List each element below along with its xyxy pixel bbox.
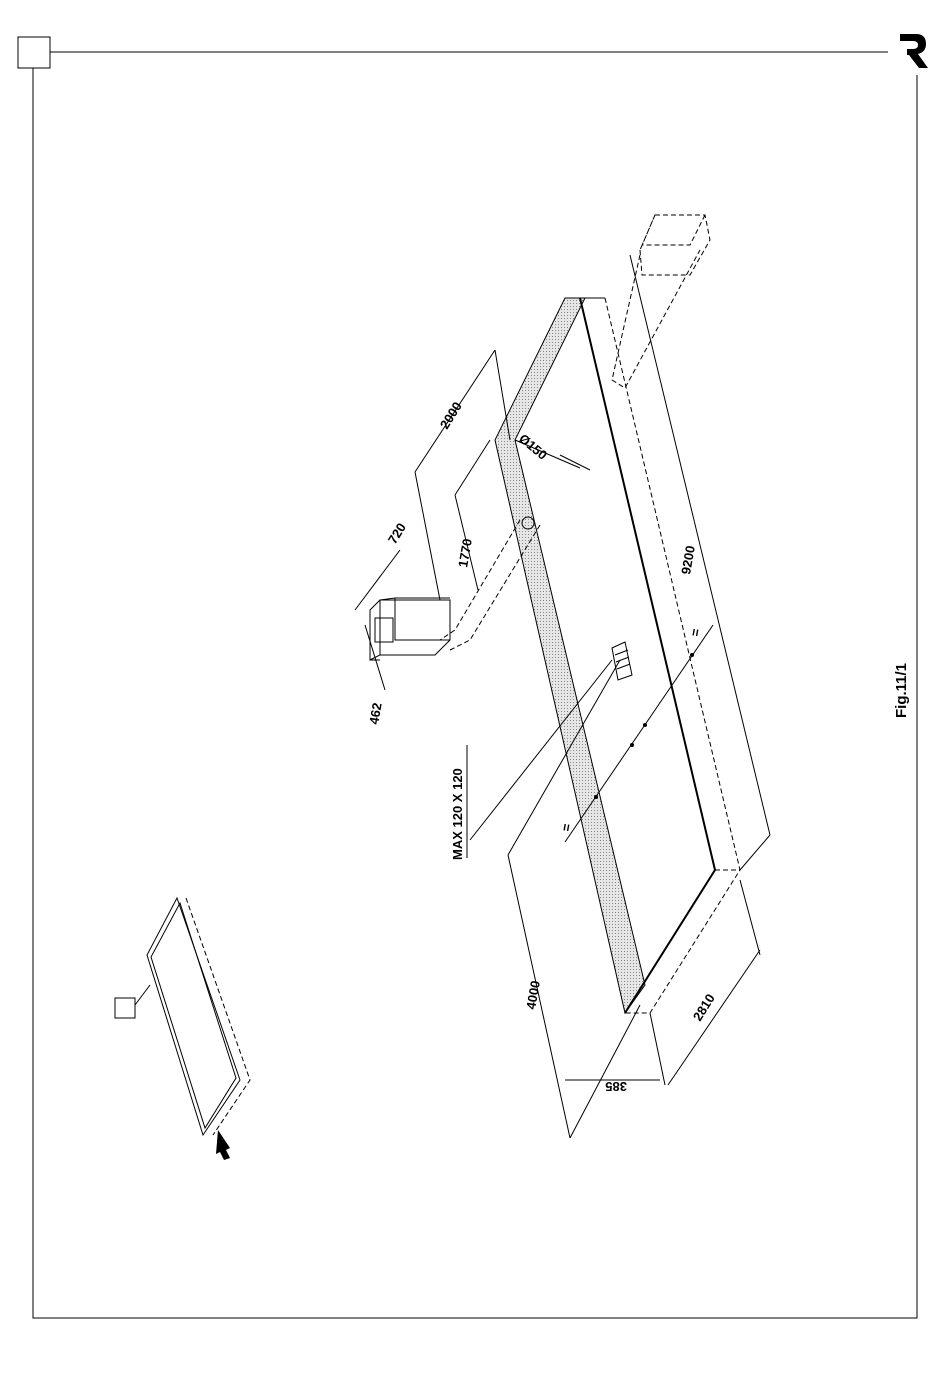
- dim-9200: 9200: [678, 544, 698, 575]
- dim-462: 462: [366, 702, 385, 726]
- drawing-frame: [17, 36, 918, 1319]
- floor-grate: [611, 641, 633, 681]
- dim-385: 385: [605, 1079, 627, 1094]
- duct-opening: [521, 516, 535, 530]
- shaded-channel: [494, 297, 646, 1015]
- extraction-unit: [369, 597, 451, 661]
- equal-mark-left: =: [558, 822, 574, 832]
- dim-4000: 4000: [523, 979, 543, 1010]
- overview-thumbnail: [114, 896, 251, 1160]
- dim-diameter-150: Ø150: [516, 431, 550, 463]
- corner-box: [17, 36, 51, 69]
- view-arrow-icon: [216, 1130, 230, 1160]
- equal-mark-right: =: [687, 627, 703, 637]
- dim-720: 720: [385, 520, 409, 546]
- dimension-lines: [354, 254, 771, 1139]
- figure-label: Fig.11/1: [893, 663, 910, 718]
- floor-slab: [369, 214, 741, 1015]
- logo-icon: [900, 34, 928, 68]
- dim-1770: 1770: [455, 537, 475, 568]
- dim-2000: 2000: [437, 399, 465, 431]
- callout-max-opening: MAX 120 X 120: [450, 768, 465, 860]
